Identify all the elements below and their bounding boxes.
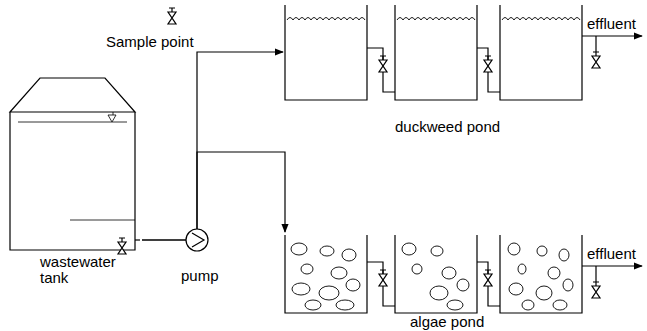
- algae-cluster: [430, 286, 448, 300]
- algae-cluster: [412, 264, 422, 274]
- algae-cluster: [537, 246, 547, 256]
- algae-cluster: [447, 300, 463, 310]
- node-label: duckweed pond: [395, 119, 500, 135]
- pipe-connector: [142, 152, 285, 240]
- valve-symbol: [592, 52, 600, 68]
- algae-cluster: [431, 246, 443, 256]
- pump-symbol: [186, 229, 208, 251]
- algae-cluster: [518, 264, 526, 274]
- valve-symbol: [484, 56, 492, 72]
- algae-cluster: [320, 246, 334, 256]
- valve-symbol: [592, 282, 600, 298]
- algae-cluster: [536, 286, 552, 300]
- node-label: wastewater tank: [40, 254, 136, 286]
- duckweed-surface: [397, 18, 475, 21]
- algae-cluster: [402, 243, 416, 255]
- tank-node: wastewater tank: [8, 72, 142, 290]
- annotation-label: effluent: [587, 16, 636, 32]
- algae-cluster: [508, 243, 520, 255]
- algae-cluster: [291, 243, 307, 255]
- valve-symbol: [379, 270, 387, 286]
- algae-cluster: [457, 279, 469, 291]
- algae-cluster: [346, 279, 360, 291]
- algae-tanks: [285, 235, 642, 313]
- algae-cluster: [319, 286, 339, 300]
- duckweed-surface: [502, 18, 580, 21]
- wastewater-tank: [10, 78, 140, 250]
- valve-symbol: [379, 56, 387, 72]
- algae-cluster: [442, 267, 456, 279]
- valve-symbol: [118, 238, 126, 254]
- algae-cluster: [509, 283, 523, 295]
- duckweed-tanks: [285, 5, 642, 100]
- algae-cluster: [563, 279, 573, 291]
- algae-cluster: [548, 267, 560, 279]
- valve-symbol: [484, 270, 492, 286]
- algae-cluster: [305, 300, 321, 310]
- annotation-label: Sample point: [106, 34, 194, 50]
- algae-cluster: [559, 249, 569, 261]
- algae-cluster: [331, 267, 347, 279]
- valve-symbol: [168, 8, 176, 24]
- pond-group: duckweed pond: [283, 3, 585, 138]
- algae-cluster: [292, 283, 310, 295]
- node-label: algae pond: [410, 314, 484, 330]
- annotation-label: effluent: [587, 246, 636, 262]
- algae-cluster: [301, 264, 313, 274]
- pond-group: algae pond: [283, 232, 585, 331]
- algae-cluster: [522, 300, 534, 310]
- algae-cluster: [342, 249, 356, 261]
- algae-cluster: [553, 300, 567, 310]
- algae-cluster: [336, 300, 354, 310]
- duckweed-surface: [287, 18, 365, 21]
- pipe-connector: [142, 52, 283, 240]
- annotation-label: pump: [181, 268, 219, 284]
